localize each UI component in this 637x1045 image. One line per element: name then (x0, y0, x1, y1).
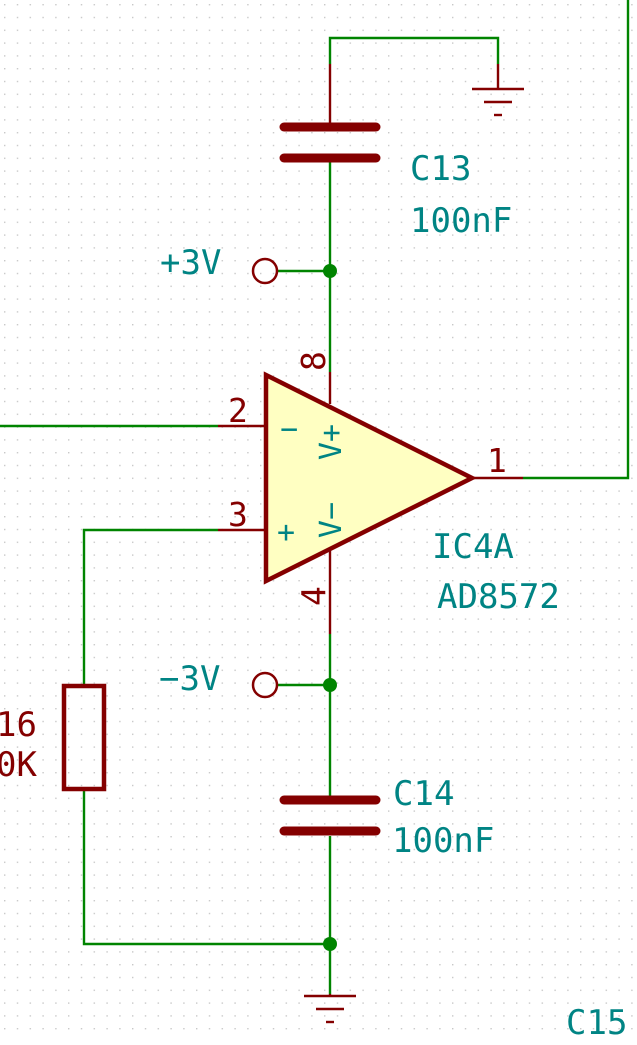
opamp-triangle (263, 371, 478, 585)
pin-number-8: 8 (294, 351, 333, 371)
opamp-value: AD8572 (437, 577, 560, 617)
pin-number-1: 1 (487, 441, 507, 480)
opamp-reference: IC4A (432, 527, 514, 567)
resistor-r16[interactable] (61, 683, 107, 792)
pin-number-2: 2 (228, 391, 248, 430)
ground-symbol-bottom[interactable] (304, 994, 356, 1024)
opamp-minus-symbol: − (280, 412, 298, 447)
c13-value: 100nF (410, 201, 512, 241)
junction-dot (323, 937, 337, 951)
capacitor-c14[interactable] (279, 795, 381, 836)
opamp-ic4a[interactable]: − + V+ V− 2 3 1 8 4 (218, 351, 523, 634)
wire-c13-ground[interactable] (328, 36, 500, 64)
plus3v-label: +3V (160, 243, 221, 283)
r16-value-partial: 0K (0, 745, 37, 785)
junctions (323, 264, 337, 951)
power-port-minus3v[interactable] (251, 671, 279, 699)
power-port-plus3v[interactable] (251, 257, 279, 285)
junction-dot (323, 678, 337, 692)
wire-resistor-ground[interactable] (82, 789, 330, 946)
c15-reference-partial: C15 (566, 1003, 627, 1040)
junction-dot (323, 264, 337, 278)
opamp-pin-stubs (218, 372, 523, 634)
pin-number-3: 3 (228, 495, 248, 534)
ground-symbol-top[interactable] (472, 64, 524, 117)
opamp-plus-symbol: + (277, 515, 295, 550)
minus3v-label: −3V (159, 659, 220, 699)
wire-noninverting-resistor[interactable] (82, 528, 218, 686)
wire-output-feedback[interactable] (523, 0, 630, 480)
c14-value: 100nF (392, 821, 494, 861)
pin-number-4: 4 (294, 586, 333, 606)
c14-reference: C14 (393, 774, 454, 814)
r16-reference-partial: 16 (0, 705, 37, 745)
c13-reference: C13 (410, 149, 471, 189)
opamp-vplus-symbol: V+ (314, 424, 349, 460)
opamp-vminus-symbol: V− (314, 502, 349, 538)
capacitor-c13[interactable] (279, 64, 381, 163)
